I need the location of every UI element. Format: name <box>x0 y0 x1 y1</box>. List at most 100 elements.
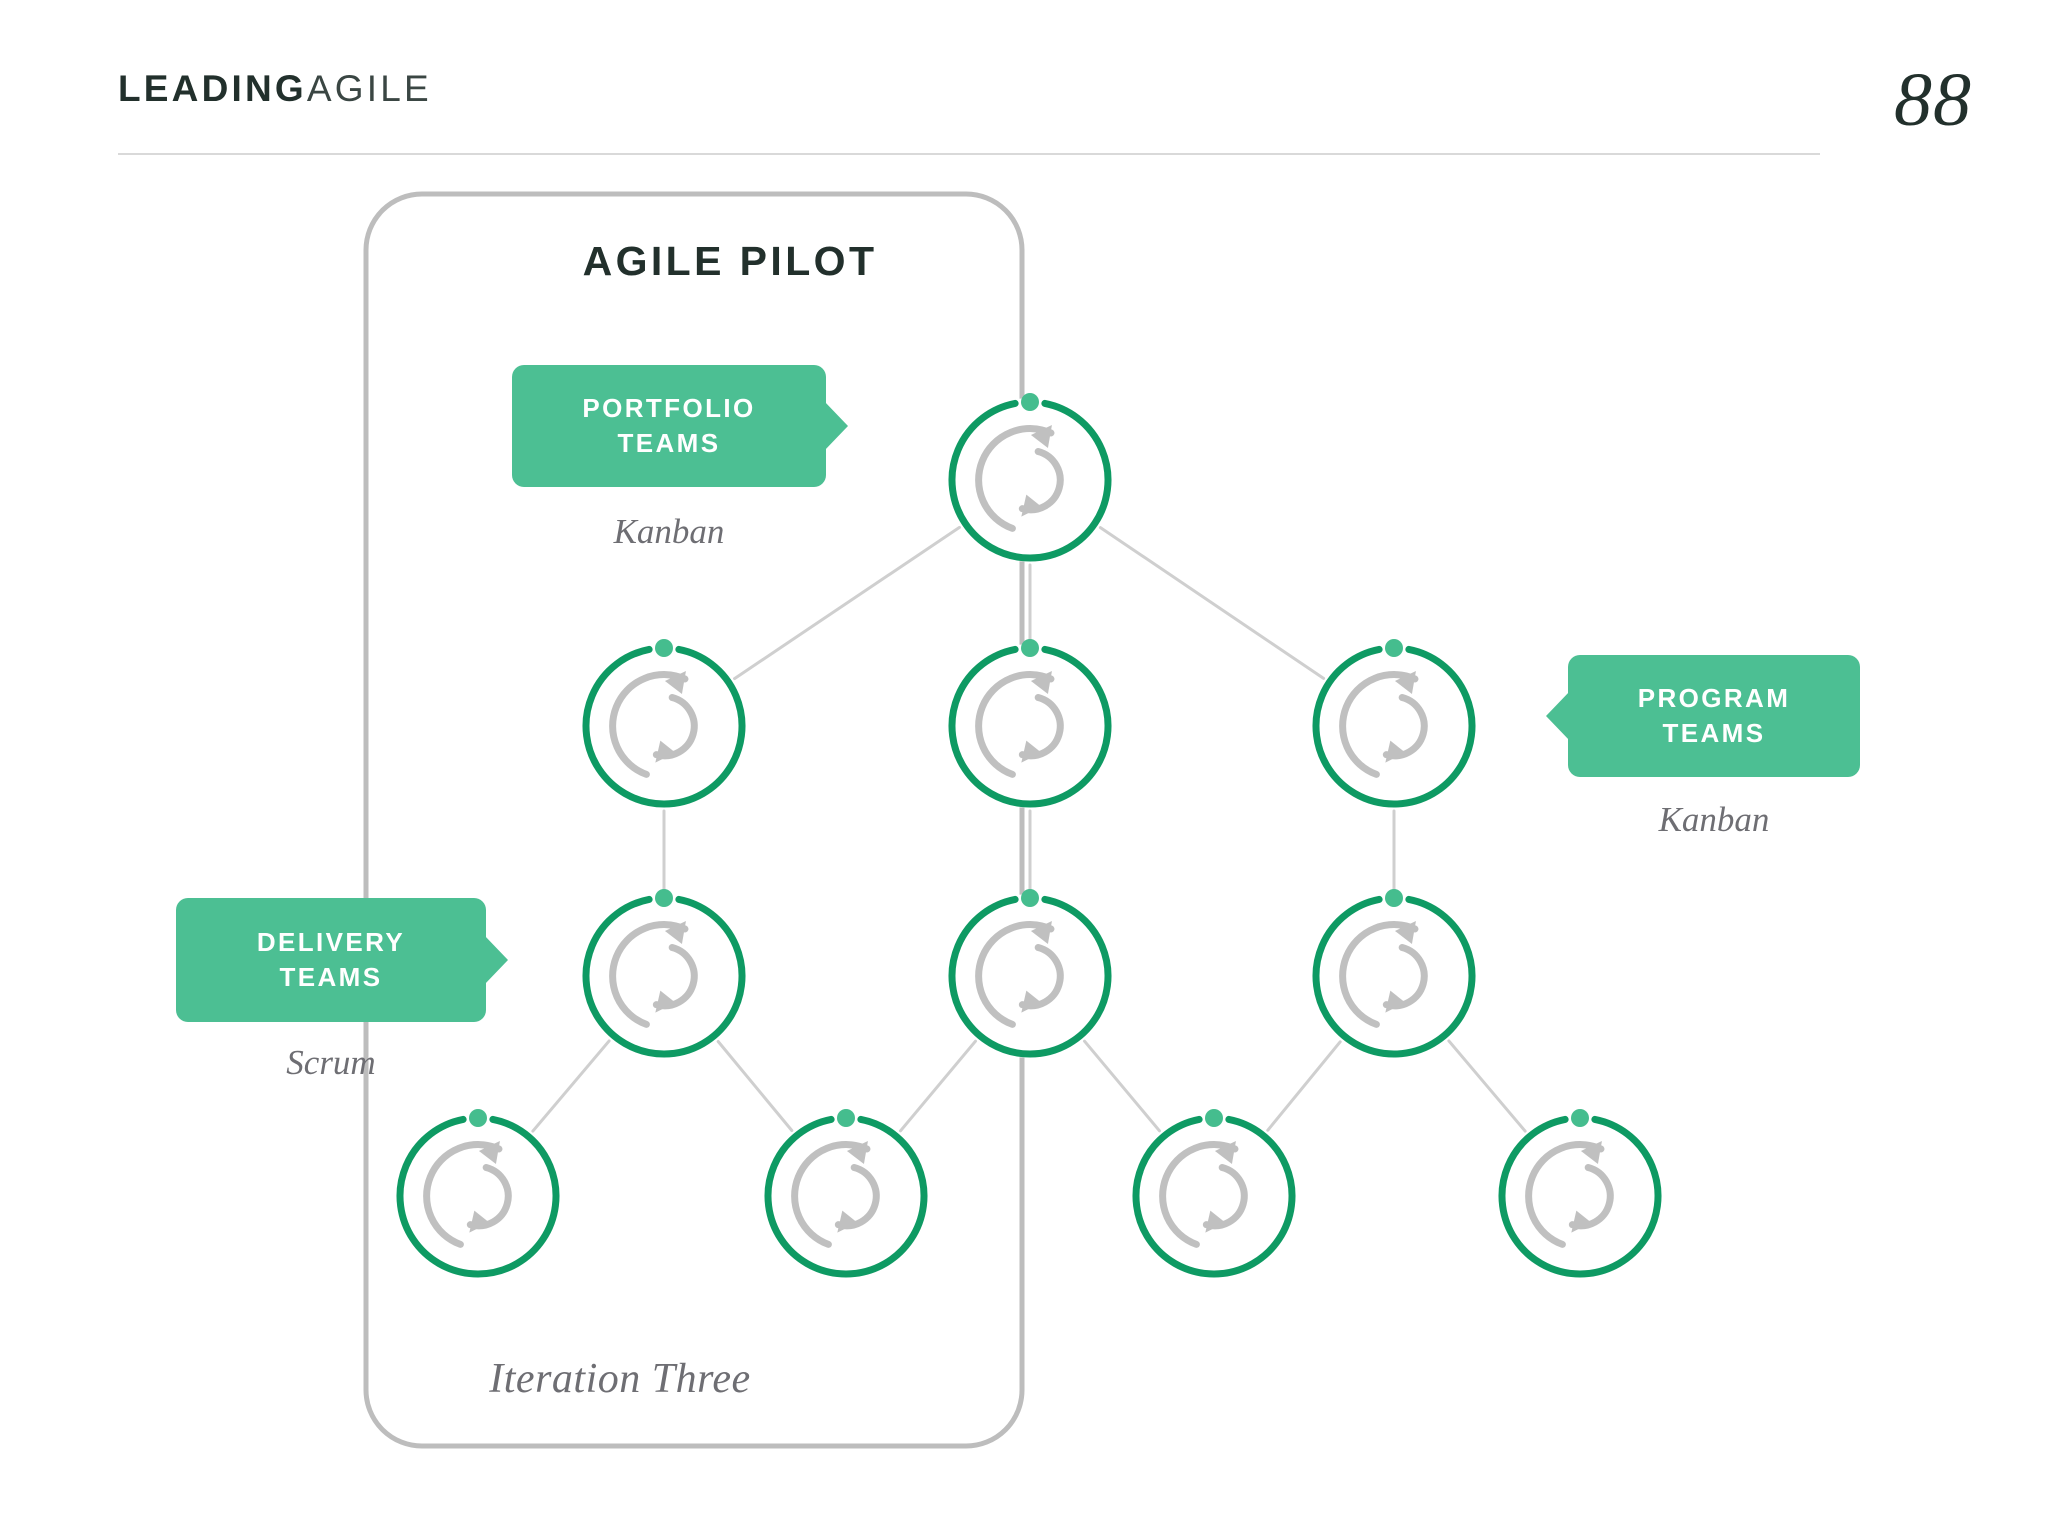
edge-n-delivery-r-to-n-leaf-4 <box>1447 1039 1527 1133</box>
cycle-icon-outer-arrowhead <box>478 1140 500 1164</box>
callout-delivery-label: DELIVERY TEAMS <box>257 925 405 996</box>
page-title: AGILE PILOT <box>582 238 878 284</box>
node-n-delivery-l[interactable] <box>582 889 746 1058</box>
header-divider <box>118 153 1820 155</box>
node-outer-ring <box>1312 645 1476 808</box>
edge-n-delivery-c-to-n-leaf-3 <box>1083 1039 1161 1133</box>
page-number: 88 <box>1894 58 1972 142</box>
cycle-icon-outer-arc <box>975 921 1055 1028</box>
callout-portfolio-nib-icon <box>824 401 848 451</box>
sublabel-delivery: Scrum <box>286 1043 376 1082</box>
node-outer-ring <box>396 1115 560 1278</box>
sublabel-portfolio: Kanban <box>613 512 725 551</box>
node-backdrop <box>582 894 746 1058</box>
cycle-icon-inner-arrowhead <box>655 990 676 1013</box>
brand-light: AGILE <box>306 68 432 109</box>
callout-portfolio-line2: TEAMS <box>617 428 721 458</box>
node-status-dot <box>1385 639 1403 657</box>
node-backdrop <box>582 644 746 808</box>
callout-delivery-nib-icon <box>484 935 508 985</box>
node-status-dot <box>655 889 673 907</box>
callout-delivery-teams[interactable]: DELIVERY TEAMS <box>176 898 508 1022</box>
node-outer-ring <box>764 1115 928 1278</box>
cycle-icon-inner-arrowhead <box>1571 1210 1592 1233</box>
cycle-icon-outer-arc <box>1159 1141 1239 1248</box>
node-n-program-c[interactable] <box>948 639 1112 808</box>
cycle-icon-outer-arc <box>975 671 1055 778</box>
cycle-icon-inner-arrowhead <box>469 1210 490 1233</box>
callout-portfolio-teams[interactable]: PORTFOLIO TEAMS <box>512 365 848 487</box>
node-backdrop <box>396 1114 560 1278</box>
node-backdrop <box>1498 1114 1662 1278</box>
node-n-program-r[interactable] <box>1312 639 1476 808</box>
cycle-icon-inner-arrowhead <box>837 1210 858 1233</box>
node-backdrop <box>948 894 1112 1058</box>
cycle-icon-outer-arrowhead <box>664 670 686 694</box>
node-n-leaf-2[interactable] <box>764 1109 928 1278</box>
node-n-program-l[interactable] <box>582 639 746 808</box>
cycle-icon-inner-arrowhead <box>1205 1210 1226 1233</box>
sublabel-program: Kanban <box>1658 800 1770 839</box>
cycle-icon-outer-arrowhead <box>1030 920 1052 944</box>
callout-program-line2: TEAMS <box>1662 718 1766 748</box>
cycle-icon-inner-arrowhead <box>1385 740 1406 763</box>
leadingagile-logo: LEADINGAGILE <box>118 70 432 107</box>
callout-program-teams[interactable]: PROGRAM TEAMS <box>1546 655 1860 777</box>
node-status-dot <box>1021 889 1039 907</box>
node-outer-ring <box>1312 895 1476 1058</box>
cycle-icon-outer-arrowhead <box>1394 670 1416 694</box>
callout-portfolio-label: PORTFOLIO TEAMS <box>582 391 755 462</box>
cycle-icon-inner-arrowhead <box>1021 740 1042 763</box>
cycle-icon-outer-arc <box>1339 671 1419 778</box>
edge-n-delivery-l-to-n-leaf-2 <box>716 1039 794 1133</box>
node-backdrop <box>1312 644 1476 808</box>
cycle-icon-outer-arc <box>975 425 1055 532</box>
node-backdrop <box>948 398 1112 562</box>
node-backdrop <box>1312 894 1476 1058</box>
node-backdrop <box>948 644 1112 808</box>
node-outer-ring <box>948 645 1112 808</box>
cycle-icon-outer-arc <box>1525 1141 1605 1248</box>
cycle-icon-outer-arrowhead <box>1030 670 1052 694</box>
cycle-icon-outer-arc <box>609 671 689 778</box>
edge-n-delivery-l-to-n-leaf-1 <box>531 1039 611 1133</box>
callout-program-nib-icon <box>1546 691 1570 741</box>
edge-n-portfolio-to-n-program-l <box>733 525 961 681</box>
node-outer-ring <box>1132 1115 1296 1278</box>
node-outer-ring <box>582 645 746 808</box>
edge-n-delivery-r-to-n-leaf-3 <box>1266 1040 1342 1132</box>
cycle-icon-inner-arrowhead <box>655 740 676 763</box>
node-outer-ring <box>948 895 1112 1058</box>
node-status-dot <box>1021 393 1039 411</box>
agile-pilot-boundary <box>363 191 1025 1449</box>
cycle-icon-outer-arrowhead <box>846 1140 868 1164</box>
cycle-icon-outer-arc <box>609 921 689 1028</box>
brand-strong: LEADING <box>118 68 307 109</box>
node-status-dot <box>1385 889 1403 907</box>
node-outer-ring <box>948 399 1112 562</box>
edge-n-delivery-c-to-n-leaf-2 <box>899 1039 977 1133</box>
cycle-icon-outer-arrowhead <box>664 920 686 944</box>
cycle-icon-outer-arrowhead <box>1394 920 1416 944</box>
node-status-dot <box>1021 639 1039 657</box>
cycle-icon-outer-arc <box>791 1141 871 1248</box>
cycle-icon-outer-arc <box>1339 921 1419 1028</box>
edge-n-portfolio-to-n-program-r <box>1098 526 1326 680</box>
node-n-portfolio[interactable] <box>948 393 1112 562</box>
node-n-leaf-1[interactable] <box>396 1109 560 1278</box>
node-backdrop <box>764 1114 928 1278</box>
node-n-leaf-3[interactable] <box>1132 1109 1296 1278</box>
node-n-delivery-c[interactable] <box>948 889 1112 1058</box>
cycle-icon-inner-arrowhead <box>1021 494 1042 517</box>
node-n-delivery-r[interactable] <box>1312 889 1476 1058</box>
iteration-label: Iteration Three <box>489 1356 751 1402</box>
node-backdrop <box>1132 1114 1296 1278</box>
callout-program-label: PROGRAM TEAMS <box>1638 681 1791 752</box>
edge-layer <box>531 525 1527 1133</box>
cycle-icon-inner-arrowhead <box>1385 990 1406 1013</box>
node-status-dot <box>655 639 673 657</box>
callout-delivery-line2: TEAMS <box>279 962 383 992</box>
cycle-icon-outer-arrowhead <box>1214 1140 1236 1164</box>
node-n-leaf-4[interactable] <box>1498 1109 1662 1278</box>
